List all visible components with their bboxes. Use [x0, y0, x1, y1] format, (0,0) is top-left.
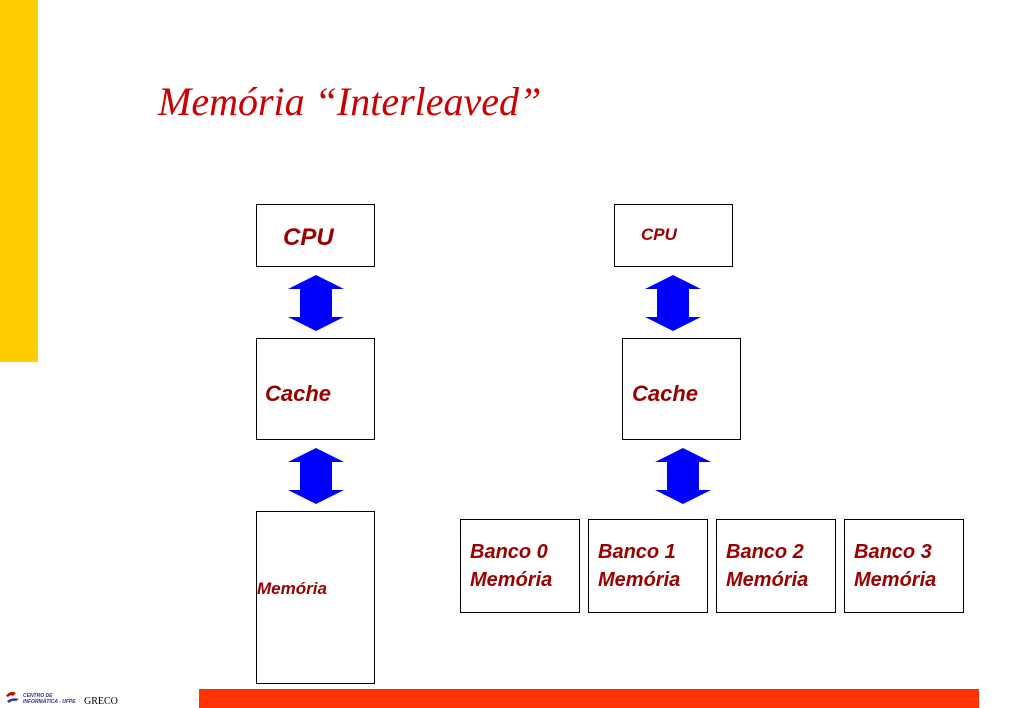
left-cache-label: Cache — [265, 381, 332, 406]
accent-bar-red — [199, 689, 979, 708]
bank-memory: Memória — [854, 569, 937, 591]
bank-name: Banco 2 — [726, 541, 804, 563]
cin-logo-icon — [6, 692, 19, 703]
right-cache-label: Cache — [632, 381, 699, 406]
bank-label-3: Banco 3 Memória — [854, 538, 936, 594]
bank-box-1 — [588, 519, 708, 613]
left-cpu-box — [256, 204, 375, 267]
right-cpu-box — [614, 204, 733, 267]
left-arrow-cpu-cache — [288, 275, 344, 331]
left-memory-label: Memória — [257, 579, 327, 598]
right-cpu-label: CPU — [641, 225, 677, 244]
left-cache-box — [256, 338, 375, 440]
footer-line1: CENTRO DE — [23, 693, 53, 699]
bank-label-0: Banco 0 Memória — [470, 538, 552, 594]
right-cache-box — [622, 338, 741, 440]
bank-label-1: Banco 1 Memória — [598, 538, 680, 594]
bank-name: Banco 0 — [470, 541, 548, 563]
double-arrow-icon — [645, 275, 701, 331]
left-cpu-label: CPU — [283, 224, 334, 251]
bank-memory: Memória — [726, 569, 809, 591]
bank-box-3 — [844, 519, 964, 613]
double-arrow-icon — [655, 448, 711, 504]
accent-bar-yellow — [0, 0, 38, 362]
footer-group-name: GRECO — [84, 696, 118, 707]
right-arrow-cache-banks — [655, 448, 711, 504]
bank-memory: Memória — [470, 569, 553, 591]
left-memory-box — [256, 511, 375, 684]
footer-center-name: CENTRO DE INFORMÁTICA - UFPE — [23, 693, 76, 705]
double-arrow-icon — [288, 448, 344, 504]
bank-name: Banco 1 — [598, 541, 676, 563]
right-arrow-cpu-cache — [645, 275, 701, 331]
left-arrow-cache-memory — [288, 448, 344, 504]
footer-line2: INFORMÁTICA - UFPE — [23, 699, 76, 705]
bank-label-2: Banco 2 Memória — [726, 538, 808, 594]
bank-box-2 — [716, 519, 836, 613]
slide-title: Memória “Interleaved” — [158, 79, 542, 124]
bank-box-0 — [460, 519, 580, 613]
double-arrow-icon — [288, 275, 344, 331]
bank-memory: Memória — [598, 569, 681, 591]
bank-name: Banco 3 — [854, 541, 932, 563]
